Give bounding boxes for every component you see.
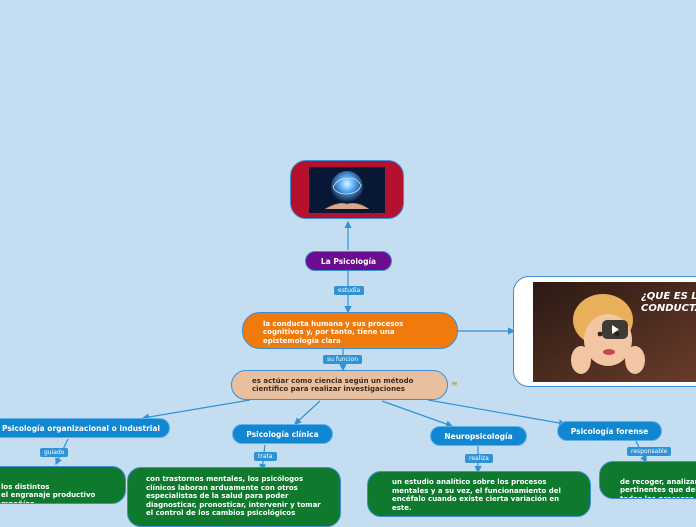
branch-foren[interactable]: Psicología forense [557, 421, 662, 441]
play-button[interactable] [602, 320, 628, 339]
link-label-su-funcion: su funcion [323, 355, 362, 364]
brain-hand-image [309, 167, 385, 213]
link-label-responsable: responsable [627, 447, 672, 456]
detail-foren-text: de recoger, analizar pertinentes que del… [620, 477, 696, 499]
detail-neuro[interactable]: un estudio analítico sobre los procesos … [367, 471, 591, 517]
branch-foren-title: Psicología forense [570, 426, 649, 436]
play-icon [612, 325, 619, 334]
branch-neuro-title: Neuropsicología [444, 431, 513, 441]
study-text: la conducta humana y sus procesos cognit… [263, 320, 404, 345]
link-label-trata: trata [254, 452, 277, 461]
root-node[interactable]: La Psicología [305, 251, 392, 271]
video-node[interactable]: ¿QUÉ ES LA CONDUCTA? [513, 276, 696, 387]
branch-org-title: Psicología organizacional o industrial [1, 423, 161, 433]
function-node[interactable]: es actúar como ciencia según un método c… [231, 370, 448, 400]
link-label-estudia: estudia [334, 286, 365, 295]
branch-clin[interactable]: Psicología clínica [232, 424, 333, 444]
detail-clin-text: con trastornos mentales, los psicólogos … [146, 475, 321, 518]
detail-neuro-text: un estudio analítico sobre los procesos … [392, 478, 561, 512]
detail-clin[interactable]: con trastornos mentales, los psicólogos … [127, 467, 341, 527]
detail-org[interactable]: los distintos el engranaje productivo mp… [0, 466, 126, 504]
branch-org[interactable]: Psicología organizacional o industrial [0, 418, 170, 438]
detail-foren[interactable]: de recoger, analizar pertinentes que del… [599, 461, 696, 499]
brain-image-node[interactable] [290, 160, 404, 219]
branch-clin-title: Psicología clínica [246, 429, 319, 439]
root-title: La Psicología [320, 256, 377, 266]
study-node[interactable]: la conducta humana y sus procesos cognit… [242, 312, 458, 349]
link-label-guiado: guiado [40, 448, 69, 457]
function-text: es actúar como ciencia según un método c… [252, 377, 414, 394]
branch-neuro[interactable]: Neuropsicología [430, 426, 527, 446]
detail-org-text: los distintos el engranaje productivo mp… [1, 482, 96, 504]
notes-icon[interactable]: ≡ [451, 379, 458, 388]
link-label-realiza: realiza [465, 454, 493, 463]
video-caption: ¿QUÉ ES LA CONDUCTA? [641, 291, 696, 314]
